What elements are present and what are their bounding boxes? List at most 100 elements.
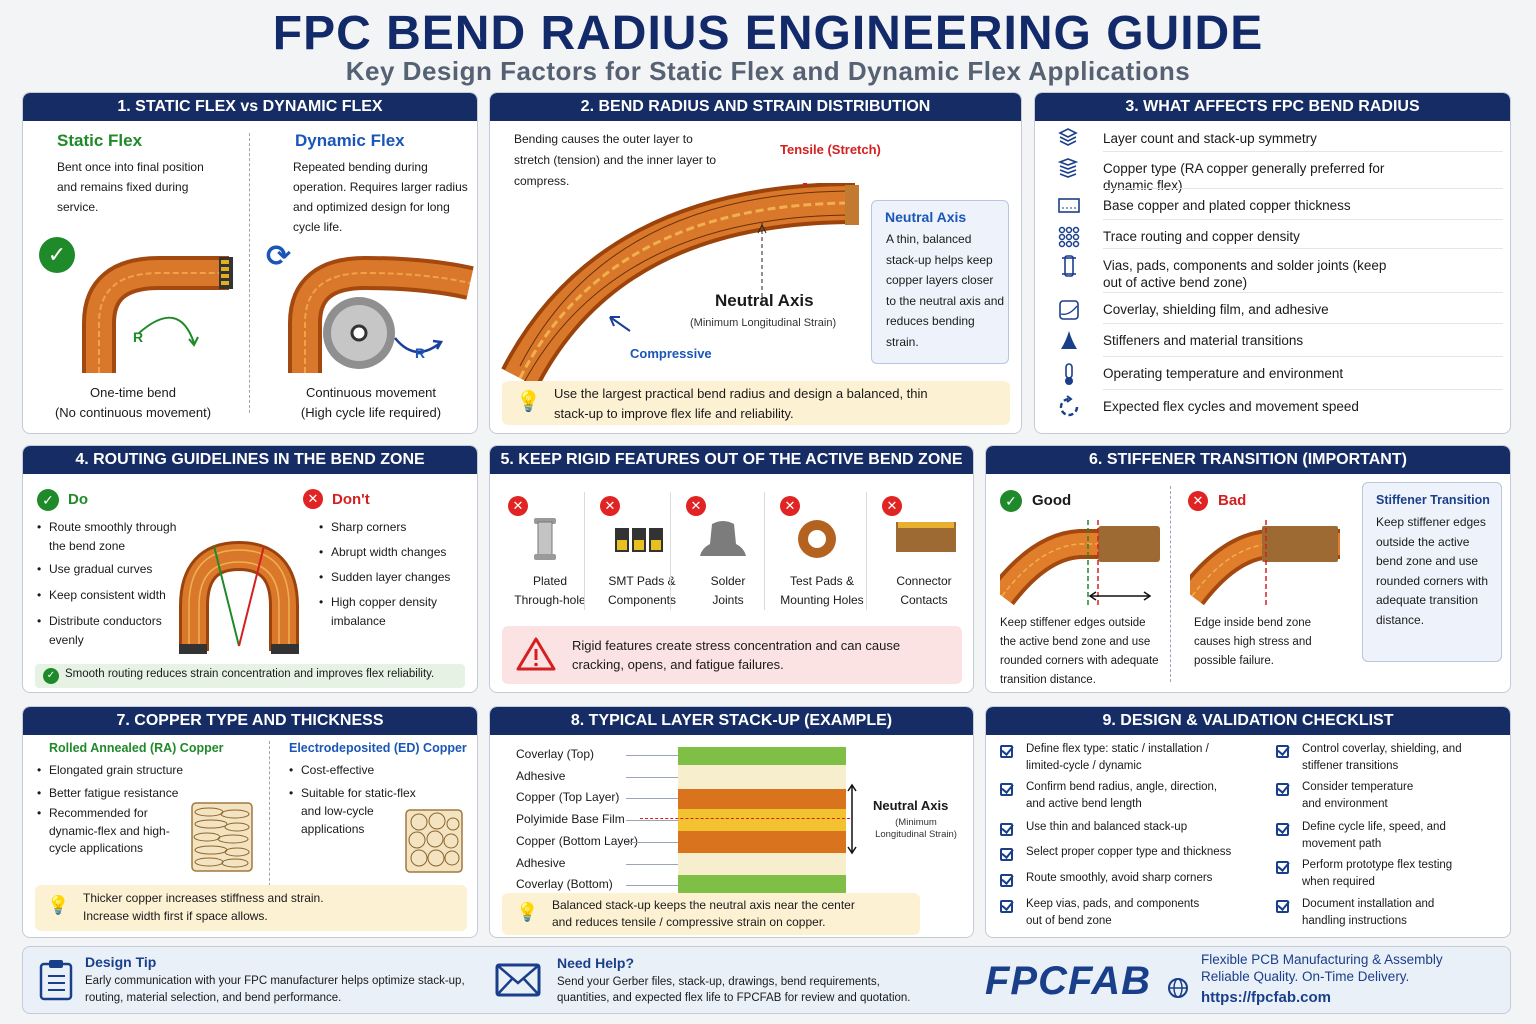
leader-line: [626, 863, 678, 865]
layer-label: Copper (Bottom Layer): [516, 833, 639, 848]
panel-bend-radius-strain: 2. BEND RADIUS AND STRAIN DISTRIBUTION B…: [489, 92, 1022, 434]
warning-icon: [516, 637, 556, 671]
layer-label: Adhesive: [516, 855, 566, 870]
factor-text: Stiffeners and material transitions: [1103, 333, 1304, 348]
checklist-item: out of bend zone: [1026, 915, 1112, 927]
stack-layer-band: [678, 853, 846, 875]
stiffener-box-text: Keep stiffener edges outside the active …: [1376, 515, 1489, 627]
x-icon: ✕: [686, 496, 706, 516]
divider: [1103, 219, 1503, 220]
checklist-item: Control coverlay, shielding, and: [1302, 743, 1462, 755]
rigid-feature-label: Connector: [896, 574, 952, 588]
bad-stiffener-illustration: [1190, 520, 1340, 606]
clipboard-icon: [39, 960, 73, 1001]
checklist-item: and environment: [1302, 798, 1388, 810]
divider: [1103, 151, 1503, 152]
good-heading: Good: [1032, 492, 1072, 509]
factor-text: Coverlay, shielding film, and adhesive: [1103, 302, 1329, 317]
rigid-feature-label: Plated: [532, 574, 568, 588]
checklist-item: Keep vias, pads, and components: [1026, 898, 1200, 910]
page-title: FPC BEND RADIUS ENGINEERING GUIDE: [272, 7, 1264, 60]
stackup-tip-2: and reduces tensile / compressive strain…: [552, 915, 826, 929]
checkbox-icon: [1276, 783, 1289, 796]
checklist-item: Route smoothly, avoid sharp corners: [1026, 872, 1213, 884]
lightbulb-icon: 💡: [516, 391, 541, 413]
copper-tip: 💡 Thicker copper increases stiffness and…: [35, 885, 467, 931]
panel-checklist: 9. DESIGN & VALIDATION CHECKLIST Define …: [985, 706, 1511, 938]
list-item: Abrupt width changes: [317, 543, 467, 562]
layer-label: Polyimide Base Film: [516, 812, 625, 827]
factor-text: Copper type (RA copper generally preferr…: [1103, 161, 1385, 193]
need-help-text: Send your Gerber files, stack-up, drawin…: [557, 976, 911, 1004]
test-pad-icon: [798, 520, 836, 558]
list-item: Use gradual curves: [35, 560, 185, 579]
copper-tip-2: Increase width first if space allows.: [83, 909, 268, 923]
factor-text: Trace routing and copper density: [1103, 229, 1300, 244]
cycle-icon: [1059, 395, 1079, 417]
leader-line: [626, 841, 678, 843]
panel-stiffener-transition: 6. STIFFENER TRANSITION (IMPORTANT) ✓ Go…: [985, 445, 1511, 693]
stack-neutral-label: Neutral Axis: [873, 798, 949, 813]
rigid-feature-label: Joints: [712, 593, 744, 607]
checklist-item: Consider temperature: [1302, 781, 1414, 793]
checkbox-icon: [1000, 848, 1013, 861]
dont-list: Sharp corners Abrupt width changes Sudde…: [317, 518, 467, 631]
list-item: Elongated grain structure: [35, 761, 195, 780]
stack-layer-band: [678, 831, 846, 853]
panel-static-vs-dynamic: 1. STATIC FLEX vs DYNAMIC FLEX Static Fl…: [22, 92, 478, 434]
checkbox-icon: [1000, 823, 1013, 836]
design-tip-text: Early communication with your FPC manufa…: [85, 975, 465, 1004]
list-item: Sudden layer changes: [317, 568, 467, 587]
check-icon: ✓: [1000, 490, 1022, 512]
list-item: Distribute conductors evenly: [35, 612, 185, 650]
checklist-item: Confirm bend radius, angle, direction,: [1026, 781, 1218, 793]
panel-layer-stackup: 8. TYPICAL LAYER STACK-UP (EXAMPLE) Neut…: [489, 706, 974, 938]
static-bend-illustration: [82, 256, 233, 373]
stiffener-icon: [1061, 331, 1077, 349]
checkbox-icon: [1000, 900, 1013, 913]
rigid-warning: Rigid features create stress concentrati…: [502, 626, 962, 684]
checklist-item: Define cycle life, speed, and: [1302, 821, 1446, 833]
stack-layer-band: [678, 789, 846, 809]
bend-tip-text: Use the largest practical bend radius an…: [554, 386, 928, 421]
do-heading: Do: [68, 491, 88, 508]
checklist-item: Define flex type: static / installation …: [1026, 743, 1209, 755]
layer-label: Coverlay (Top): [516, 747, 595, 761]
good-stiffener-illustration: [1000, 520, 1160, 606]
leader-line: [626, 798, 678, 800]
static-caption-1: One-time bend: [90, 385, 176, 400]
checkbox-icon: [1276, 861, 1289, 874]
stackup-tip: 💡 Balanced stack-up keeps the neutral ax…: [502, 893, 920, 935]
panel-title: 6. STIFFENER TRANSITION (IMPORTANT): [986, 446, 1510, 474]
design-tip-title: Design Tip: [85, 954, 157, 970]
copper-layers-icon: [1057, 158, 1079, 178]
list-item: Keep consistent width: [35, 586, 185, 605]
leader-line: [626, 755, 678, 756]
rigid-warning-text: Rigid features create stress concentrati…: [572, 638, 901, 672]
checklist-item: movement path: [1302, 838, 1382, 850]
check-icon: ✓: [43, 668, 59, 684]
dynamic-flex-heading: Dynamic Flex: [295, 131, 405, 150]
static-caption-2: (No continuous movement): [54, 405, 212, 420]
check-icon: ✓: [39, 237, 75, 273]
panel-title: 9. DESIGN & VALIDATION CHECKLIST: [986, 707, 1510, 735]
website-link[interactable]: https://fpcfab.com: [1201, 989, 1331, 1006]
dynamic-caption-2: (High cycle life required): [300, 405, 442, 420]
checkbox-icon: [1276, 900, 1289, 913]
rigid-feature-label: Mounting Holes: [780, 593, 864, 607]
x-icon: ✕: [508, 496, 528, 516]
divider: [584, 492, 585, 610]
page-subtitle: Key Design Factors for Static Flex and D…: [345, 56, 1191, 86]
globe-icon: [1168, 978, 1188, 998]
need-help-title: Need Help?: [557, 955, 635, 971]
ra-heading: Rolled Annealed (RA) Copper: [49, 741, 224, 755]
stackup-tip-1: Balanced stack-up keeps the neutral axis…: [552, 898, 855, 912]
divider: [670, 492, 671, 610]
divider: [269, 741, 270, 891]
list-item: Sharp corners: [317, 518, 467, 537]
refresh-icon: ⟳: [266, 240, 292, 273]
ed-heading: Electrodeposited (ED) Copper: [289, 741, 467, 755]
dynamic-bend-illustration: [288, 255, 474, 373]
film-icon: [1059, 300, 1079, 320]
panel-title: 8. TYPICAL LAYER STACK-UP (EXAMPLE): [490, 707, 973, 735]
